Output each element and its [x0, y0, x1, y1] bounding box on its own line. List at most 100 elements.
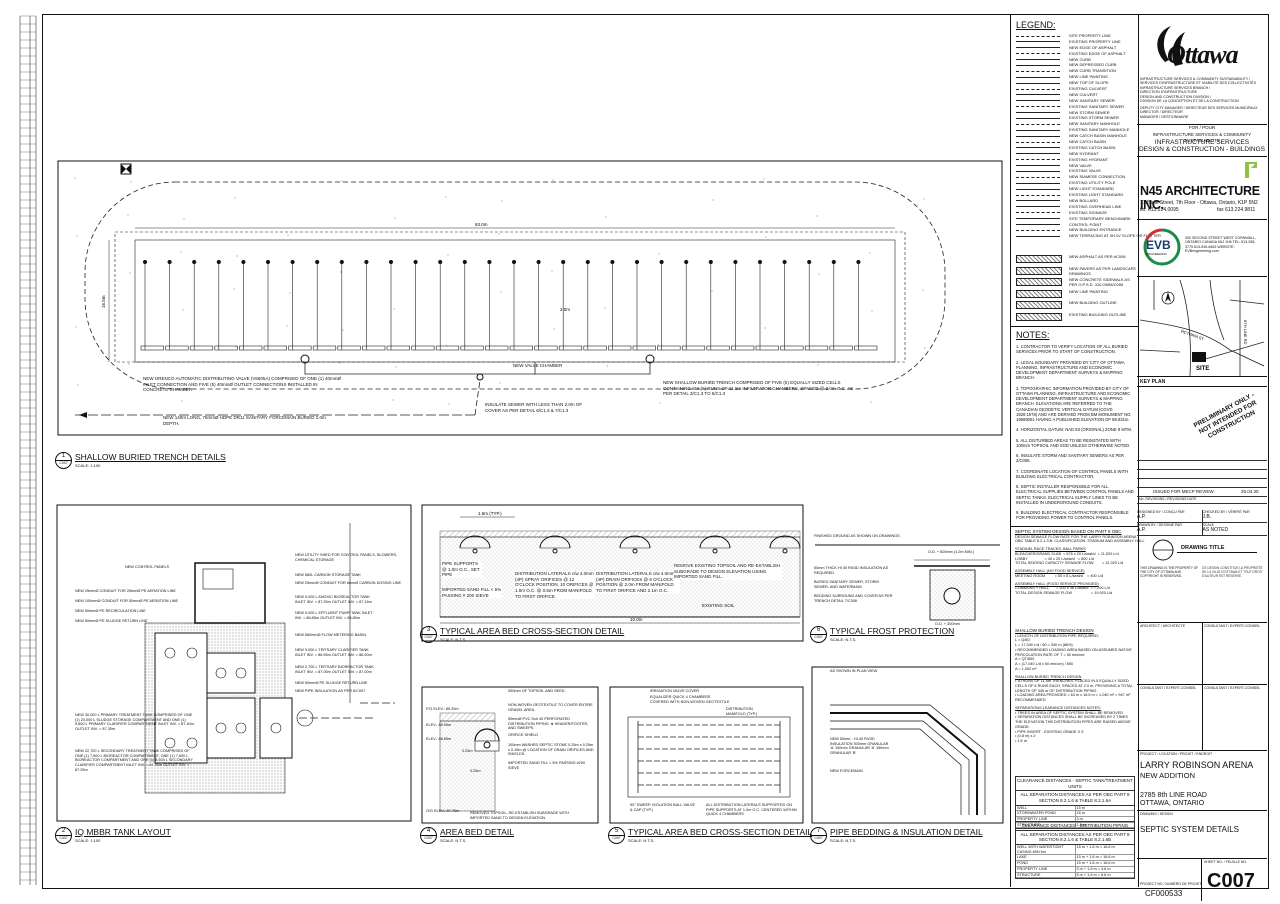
legend-item: EXISTING SANITARY SEWER — [1016, 104, 1136, 110]
key-plan-street-2: 8TH LINE RD — [1243, 320, 1248, 345]
clearance-tank-title: CLEARANCE DISTANCES - SEPTIC TANK/TREATM… — [1016, 777, 1134, 792]
legend-symbol-icon — [1016, 141, 1060, 143]
legend-item-label: NEW HYDRANT — [1069, 150, 1099, 156]
architect-name: N45 ARCHITECTURE INC. — [1140, 184, 1260, 212]
detail2-notes-panels: NEW CONTROL PANELS — [125, 565, 170, 569]
legend-symbol-icon — [1016, 194, 1060, 196]
trench-line: • TREES IN AREA OF SEPTIC SYSTEM SHALL B… — [1015, 710, 1123, 715]
detail7-notes-insulation: NEW 50mm - HI-40 RIGID INSULATION 300mm … — [830, 737, 889, 756]
detail5-notes-manifold: DISTRIBUTION MANIFOLD (TYP.) — [726, 707, 758, 716]
detail-3-area-bed-section: 1.6m (TYP.) 10.0m PIPE SUPPORTS @ 1.0m O… — [421, 504, 804, 642]
detail2-notes-conduit100: NEW 100mmØ CONDUIT FOR 50mmØ PE AERATION… — [75, 599, 179, 603]
key-plan-map: SITE VICTORIA ST 8TH LINE RD — [1140, 280, 1264, 376]
revision-1-desc: ISSUED FOR MECP REVIEW — [1153, 489, 1214, 494]
legend-item: EXISTING OVERHEAD LINE — [1016, 204, 1136, 210]
designed-by-label: DESIGNED BY / CONÇU PAR — [1137, 510, 1185, 514]
legend-hatch-label: NEW LINE PAINTING — [1069, 288, 1109, 294]
key-plan-label: KEY PLAN — [1140, 379, 1166, 385]
trench-line: • LOADING AREA PROVIDED = 63 m x 16.5 m … — [1015, 693, 1131, 703]
trench-line: A = QT/850 — [1015, 657, 1035, 662]
legend-item: EXISTING SIGNAGE — [1016, 210, 1136, 216]
d3-dim: 1.6m (TYP.) — [478, 511, 502, 516]
legend-item: SITE PROPERTY LINE — [1016, 33, 1136, 39]
detail-scale: SCALE: 1:100 — [75, 838, 101, 843]
project-address-1: 2785 8th LINE ROAD — [1140, 792, 1207, 799]
detail4-notes-f-elev: F/G ELEV.: 89.20m — [426, 707, 459, 711]
drawing-name: SEPTIC SYSTEM DETAILS — [1140, 825, 1239, 834]
clearance-tank-table: CLEARANCE DISTANCES - SEPTIC TANK/TREATM… — [1015, 776, 1135, 830]
legend-symbol-icon — [1016, 206, 1060, 208]
drawing-label: DRAWING / DESSIN — [1140, 812, 1173, 816]
legend-item: NEW CULVERT — [1016, 92, 1136, 98]
legend-item-label: NEW TERRACING AT 3H:1V SLOPE OR FLATTER — [1069, 233, 1161, 239]
detail2-notes-anoxic: NEW 9,000 L ANOXIC BIOREACTOR TANK INLET… — [295, 595, 372, 604]
legend-symbol-icon — [1016, 76, 1060, 78]
legend-item-label: NEW EDGE OF ASPHALT — [1069, 44, 1117, 50]
detail6-notes-dim1: O.D. + 600mm (1.2m MIN.) — [928, 550, 974, 554]
services-line-2: DESIGN & CONSTRUCTION - BUILDINGS — [1138, 146, 1266, 153]
detail2-notes-dosing: NEW 25mmØ CONDUIT FOR 6mmØ CARBON DOSING… — [295, 581, 402, 585]
dept-line: DIRECTOR / DIRECTEUR — [1140, 110, 1183, 115]
detail2-notes-secondary: NEW 22,700 L SECONDARY TREATMENT TANK CO… — [75, 749, 193, 772]
detail4-notes-dim1: 0.25m — [462, 749, 473, 753]
notes-list: 1. CONTRACTOR TO VERIFY LOCATION OF ALL … — [1016, 344, 1134, 526]
legend-item-label: NEW BOLLARD — [1069, 197, 1099, 203]
legend-hatch-item: NEW ASPHALT AS PER #C006 — [1016, 254, 1136, 266]
legend-item: EXISTING PROPERTY LINE — [1016, 39, 1136, 45]
detail-title-text: AREA BED DETAIL — [440, 827, 515, 837]
detail-scale: SCALE: N.T.S. — [830, 637, 857, 642]
detail-number: 6 — [816, 627, 821, 633]
clearance-distance: 15 m + 1.6 m = 16.6 m — [1076, 855, 1115, 860]
legend-item: EXISTING EDGE OF ASPHALT — [1016, 51, 1136, 57]
project-no-label: PROJECT NO / NUMÉRO DE PROJET — [1140, 882, 1202, 886]
legend-hatch-item: NEW BUILDING OUTLINE — [1016, 300, 1136, 312]
architect-address: 71 Bank Street, 7th Floor - Ottawa, Onta… — [1140, 200, 1258, 206]
trench-line: • RECOMMENDED LOADING AREA BASED ON ASSU… — [1015, 647, 1132, 657]
d3-imported: IMPORTED SAND FILL < 5% PASSING # 200 SI… — [442, 587, 502, 599]
legend-item-label: NEW SIAMESE CONNECTION — [1069, 174, 1126, 180]
valve-note: NEW ORENCO AUTOMATIC DISTRIBUTING VALVE … — [143, 376, 341, 393]
legend-item-label: SITE TEMPORARY BENCHMARK — [1069, 215, 1131, 221]
trench-line: • SEPARATION DISTANCES SHALL BE INCREASE… — [1015, 715, 1131, 729]
note-item: 1. CONTRACTOR TO VERIFY LOCATION OF ALL … — [1016, 344, 1128, 355]
legend-item-label: NEW VALVE — [1069, 162, 1092, 168]
trench-line: • (0.8 m) x 2 — [1015, 734, 1036, 739]
legend-item: NEW CATCH BASIN — [1016, 139, 1136, 145]
hatch-swatch-icon — [1016, 255, 1062, 263]
forcemain-note: NEW 140m LONG, 75mmØ HDPE DR11 SANITARY … — [163, 415, 326, 426]
septic-line: TOTAL DESIGN SEWAGE FLOW = 19,920 L/d — [1015, 590, 1113, 595]
detail-scale: SCALE: N.T.S. — [440, 637, 467, 642]
septic-line: OBC TABLE 8.2.1.3.B: CLASSIFICATION: STA… — [1015, 539, 1145, 544]
legend-item-label: EXISTING OVERHEAD LINE — [1069, 203, 1122, 209]
septic-line: BLEACHER/GRAND SLAB = 576 x 20 L/seat/d … — [1015, 551, 1119, 556]
legend-item-label: NEW CULVERT — [1069, 91, 1098, 97]
legend-symbol-icon — [1016, 159, 1060, 161]
detail6-notes-insulation: 50mm THICK HI 40 RIGID INSULATION AS REQ… — [814, 566, 889, 575]
legend-symbol-icon — [1016, 229, 1060, 231]
septic-line: MEETING ROOM = 50 x 8 L/seat/d = 400 L/d — [1015, 573, 1103, 578]
dim-width-label: 63.0m — [475, 222, 488, 227]
legend-item-label: NEW CATCH BASIN — [1069, 139, 1107, 145]
key-plan-street-1: VICTORIA ST — [1180, 328, 1206, 341]
detail5-notes-laterals: ALL DISTRIBUTION LATERALS SUPPORTED ON P… — [706, 803, 797, 817]
legend-item-label: EXISTING HYDRANT — [1069, 156, 1109, 162]
legend-symbol-icon — [1016, 123, 1060, 125]
legend-symbol-icon — [1016, 53, 1060, 55]
legend-symbol-icon — [1016, 100, 1060, 102]
d3-pipe-supports: PIPE SUPPORTS @ 1.0m O.C., SET PIPE — [442, 561, 482, 578]
north-arrow-icon — [120, 163, 132, 175]
legend-item: NEW HYDRANT — [1016, 151, 1136, 157]
legend-hatch-label: NEW CONCRETE SIDEWALK AS PER O.P.S.D. 31… — [1069, 277, 1130, 287]
clearance-tank-subtitle: ALL SEPARATION DISTANCES AS PER OBC PART… — [1016, 791, 1134, 806]
project-label: PROJECT / LOCATION / PROJET / ENDROIT — [1140, 752, 1213, 756]
legend-symbol-icon — [1016, 112, 1060, 114]
legend-symbol-icon — [1016, 224, 1060, 225]
legend-item: NEW STORM SEWER — [1016, 110, 1136, 116]
